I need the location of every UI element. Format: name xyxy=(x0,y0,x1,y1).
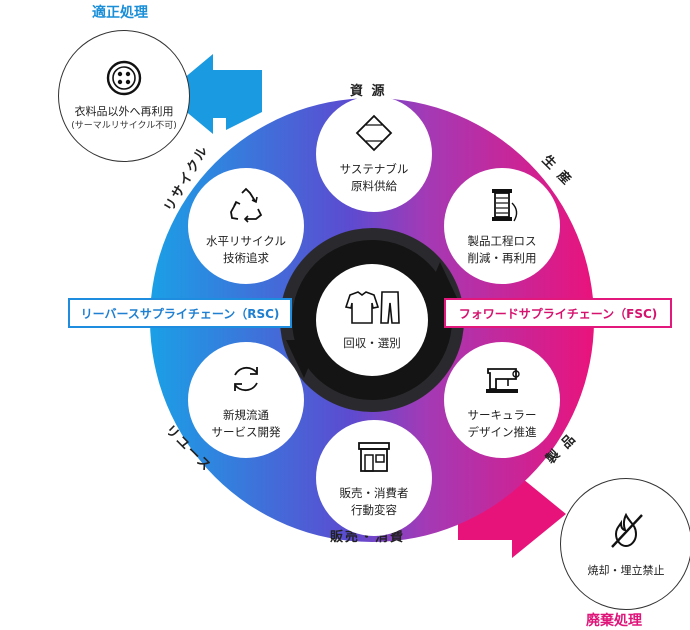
waste-disposal-title: 廃棄処理 xyxy=(586,613,642,629)
node-consumer-behavior: 販売・消費者 行動変容 xyxy=(316,420,432,536)
waste-disposal-circle: 焼却・埋立禁止 xyxy=(560,478,690,610)
proper-disposal-title: 適正処理 xyxy=(92,5,148,21)
no-burn-icon xyxy=(611,512,643,548)
node-production-loss: 製品工程ロス 削減・再利用 xyxy=(444,168,560,284)
circular-design-line-1: サーキュラー xyxy=(467,408,537,422)
node-new-service: 新規流通 サービス開発 xyxy=(188,342,304,458)
horizontal-recycle-line-1: 水平リサイクル xyxy=(206,234,286,248)
fabric-diamond-icon xyxy=(355,114,393,152)
production-loss-line-1: 製品工程ロス xyxy=(467,234,537,248)
stage-resource: 資 源 xyxy=(350,84,387,99)
cycle-arrow-right xyxy=(424,262,458,300)
storefront-icon xyxy=(358,442,390,472)
clothing-icon xyxy=(344,291,400,324)
reverse-supply-chain-label: リーバースサプライチェーン（RSC) xyxy=(68,298,292,328)
new-service-line-1: 新規流通 xyxy=(223,408,269,422)
node-circular-design: サーキュラー デザイン推進 xyxy=(444,342,560,458)
sustainable-line-1: サステナブル xyxy=(339,162,409,176)
sustainable-line-2: 原料供給 xyxy=(351,179,397,193)
node-horizontal-recycle: 水平リサイクル 技術追求 xyxy=(188,168,304,284)
circular-design-line-2: デザイン推進 xyxy=(467,425,537,439)
center-label: 回収・選別 xyxy=(343,336,401,350)
behavior-line-1: 販売・消費者 xyxy=(339,486,409,500)
behavior-line-2: 行動変容 xyxy=(351,503,397,517)
center-collection: 回収・選別 xyxy=(320,268,424,372)
arrow-to-proper-disposal xyxy=(165,54,262,134)
thread-spool-icon xyxy=(492,189,518,222)
sewing-machine-icon xyxy=(486,368,520,393)
production-loss-line-2: 削減・再利用 xyxy=(467,251,537,265)
recycle-icon xyxy=(230,187,263,223)
circular-arrows-icon xyxy=(234,366,258,392)
proper-disposal-label: 衣料品以外へ再利用 xyxy=(74,104,174,118)
waste-disposal-label: 焼却・埋立禁止 xyxy=(587,564,665,577)
button-icon xyxy=(106,60,142,95)
node-sustainable-supply: サステナブル 原料供給 xyxy=(316,96,432,212)
forward-supply-chain-label: フォワードサプライチェーン（FSC) xyxy=(444,298,672,328)
cycle-arrow-left xyxy=(286,340,320,378)
proper-disposal-circle: 衣料品以外へ再利用 (サーマルリサイクル不可) xyxy=(58,30,190,162)
proper-disposal-note: (サーマルリサイクル不可) xyxy=(71,120,177,131)
horizontal-recycle-line-2: 技術追求 xyxy=(223,251,269,265)
new-service-line-2: サービス開発 xyxy=(211,425,281,439)
